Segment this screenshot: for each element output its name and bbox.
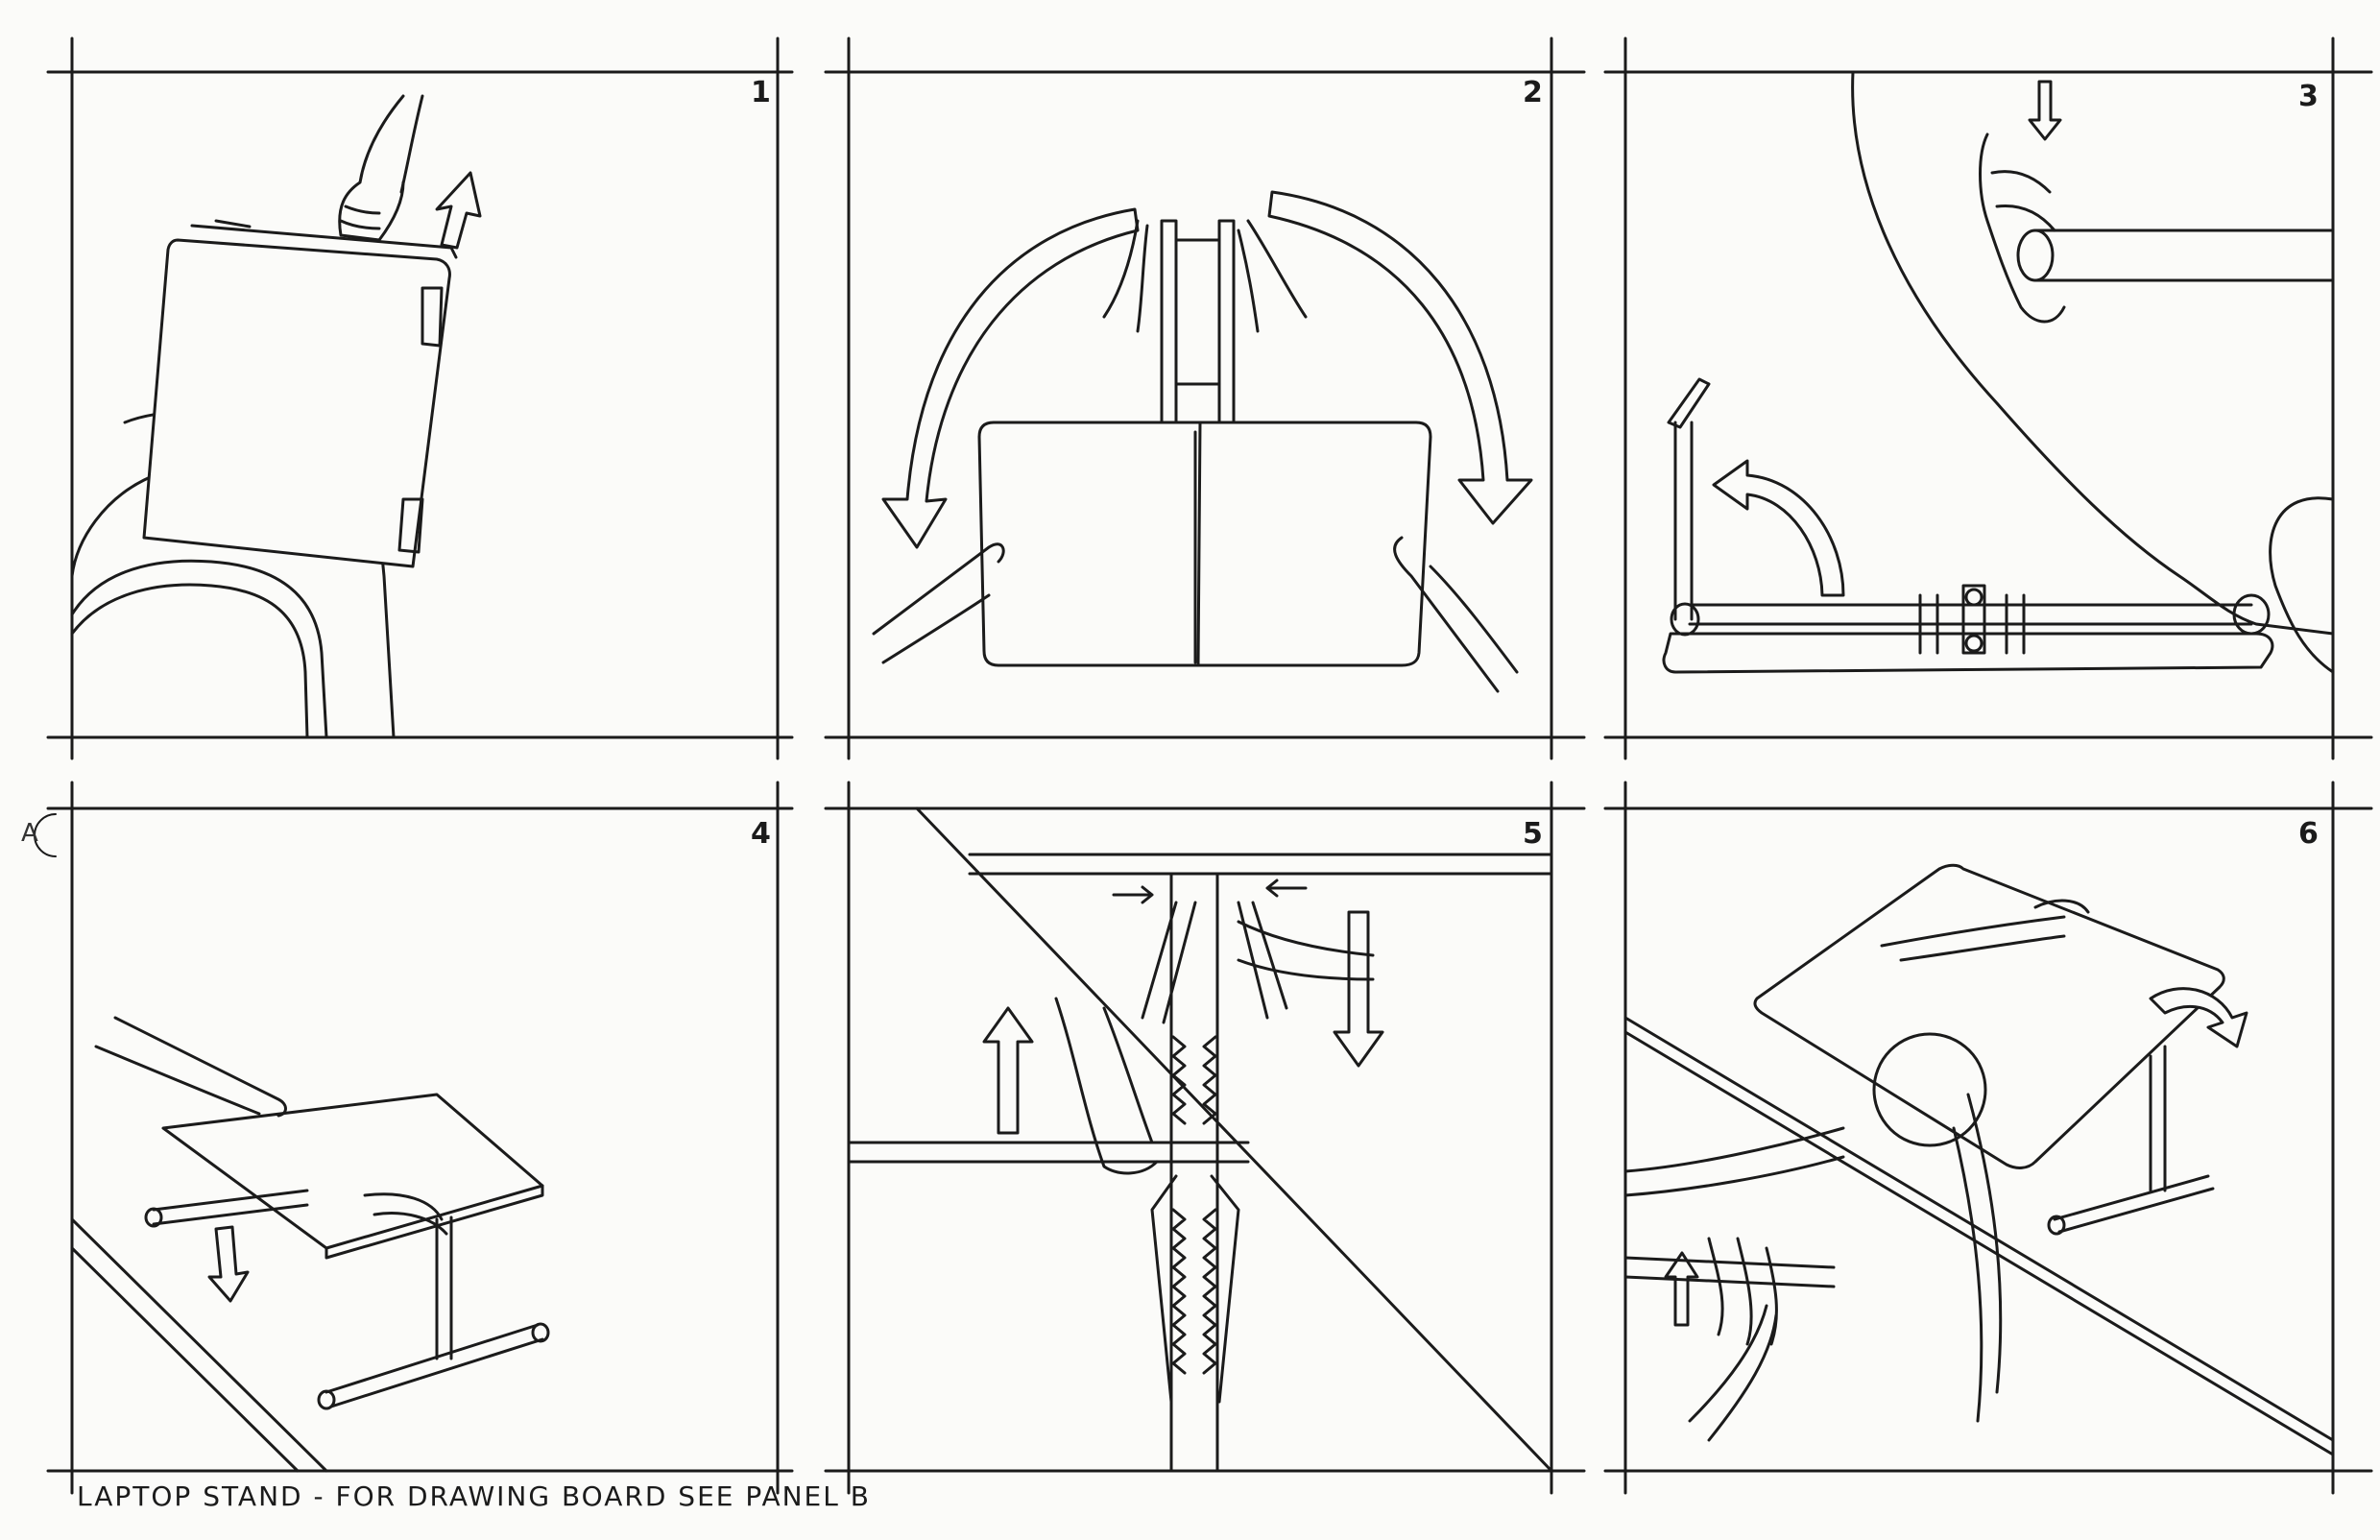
- sheet-marker: A: [21, 813, 57, 857]
- panel-4-illustration: [70, 1016, 550, 1473]
- panel-4-number: 4: [751, 817, 771, 851]
- panel-1-number: 1: [751, 76, 771, 109]
- sheet-marker-label: A: [21, 819, 38, 848]
- panel-6-number: 6: [2298, 817, 2319, 851]
- panel-6-illustration: [1623, 863, 2335, 1456]
- panel-3-number: 3: [2298, 80, 2319, 113]
- sheet-caption: LAPTOP STAND - FOR DRAWING BOARD SEE PAN…: [77, 1480, 871, 1512]
- panel-2-illustration: [872, 190, 1533, 693]
- panel-2-number: 2: [1523, 76, 1543, 109]
- panel-frames: [46, 36, 2373, 1495]
- panel-5-number: 5: [1523, 817, 1543, 851]
- panel-5-illustration: [847, 806, 1553, 1473]
- panel-1-illustration: [70, 94, 482, 739]
- panel-3-illustration: [1662, 70, 2335, 674]
